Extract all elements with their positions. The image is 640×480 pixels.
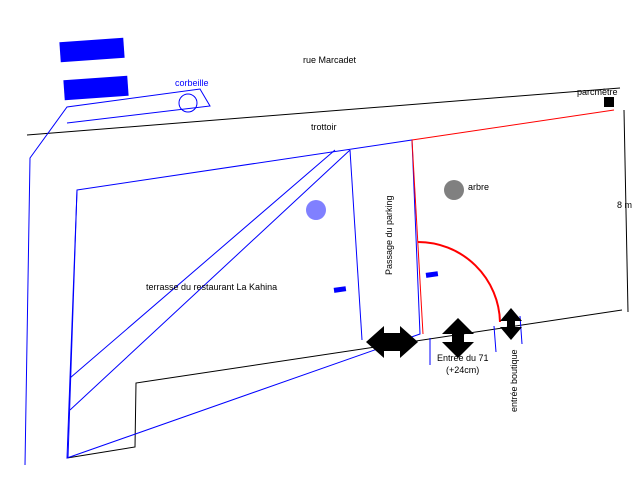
bin-icon bbox=[178, 93, 198, 113]
arrow-passage-icon bbox=[366, 326, 418, 358]
spot-icon bbox=[306, 200, 326, 220]
blue-bar-bottom bbox=[63, 75, 129, 101]
building-outline bbox=[66, 309, 623, 459]
shop-entrance-label: entrée boutique bbox=[509, 349, 519, 412]
terrace-diagonal-1 bbox=[69, 149, 336, 379]
tree-label: arbre bbox=[468, 182, 489, 192]
entrance71-tick-right bbox=[493, 325, 497, 353]
entrance71-note: (+24cm) bbox=[446, 365, 479, 375]
terrace-label: terrasse du restaurant La Kahina bbox=[146, 282, 277, 292]
bin-area-outline bbox=[24, 88, 211, 466]
terrace-diagonal-2 bbox=[69, 149, 351, 411]
right-edge-line bbox=[623, 109, 629, 313]
arrow-entrance71-icon bbox=[442, 318, 474, 358]
arrow-shop-icon bbox=[500, 308, 522, 340]
terrace-divider bbox=[349, 149, 363, 341]
meter-icon bbox=[604, 97, 614, 107]
terrace-outline bbox=[66, 139, 421, 459]
meter-label: parcmètre bbox=[577, 87, 618, 97]
blue-marker-terrace bbox=[333, 286, 347, 293]
bin-label: corbeille bbox=[175, 78, 209, 88]
entrance71-label: Entrée du 71 bbox=[437, 353, 489, 363]
passage-label: Passage du parking bbox=[384, 195, 394, 275]
tree-icon bbox=[444, 180, 464, 200]
blue-bar-top bbox=[59, 37, 125, 63]
red-divider bbox=[411, 139, 424, 335]
door-swing-arc bbox=[417, 241, 501, 323]
red-zone-outline bbox=[411, 109, 615, 141]
width-label: 8 m bbox=[617, 200, 632, 210]
sidewalk-label: trottoir bbox=[311, 122, 337, 132]
terrace-inner-border bbox=[67, 189, 78, 459]
street-edge-line bbox=[26, 87, 621, 136]
street-label: rue Marcadet bbox=[303, 55, 357, 65]
blue-marker-zone bbox=[425, 271, 439, 278]
